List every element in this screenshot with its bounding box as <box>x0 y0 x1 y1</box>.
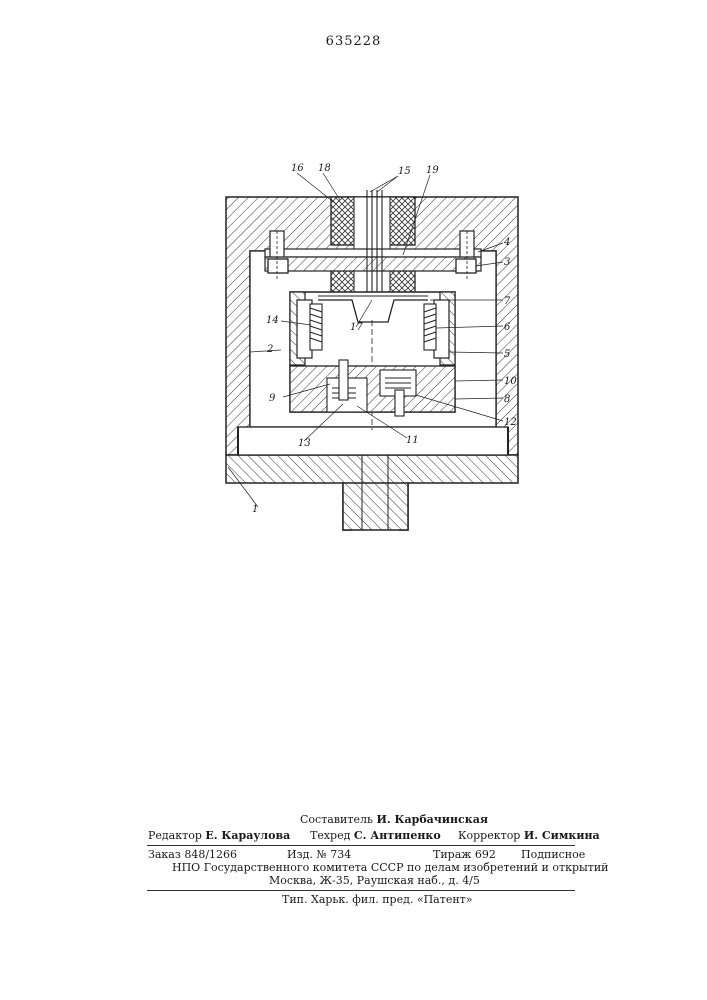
subscription: Подписное <box>521 848 585 861</box>
printer: Тип. Харьк. фил. пред. «Патент» <box>282 893 472 906</box>
divider-bottom <box>147 890 575 891</box>
order-number: Заказ 848/1266 <box>148 848 237 861</box>
techred-name: С. Антипенко <box>354 829 441 842</box>
label-8: 8 <box>504 394 510 405</box>
label-3: 3 <box>504 257 510 268</box>
insulator-blocks <box>331 197 415 293</box>
label-2: 2 <box>266 344 273 355</box>
label-9: 9 <box>269 393 276 404</box>
label-15: 15 <box>398 166 411 177</box>
base-1 <box>226 427 518 530</box>
circulation: Тираж 692 <box>433 848 496 861</box>
corrector-name: И. Симкина <box>524 829 600 842</box>
label-5: 5 <box>504 349 510 360</box>
divider-top <box>147 845 575 846</box>
editor-role: Редактор <box>148 829 202 842</box>
organization: НПО Государственного комитета СССР по де… <box>172 861 609 874</box>
address: Москва, Ж-35, Раушская наб., д. 4/5 <box>269 874 480 887</box>
label-13: 13 <box>298 438 311 449</box>
compiler-name: И. Карбачинская <box>376 813 488 826</box>
label-7: 7 <box>504 296 511 307</box>
label-11: 11 <box>406 435 419 446</box>
label-17: 17 <box>350 322 363 333</box>
imprint-editor: Редактор Е. Караулова <box>148 829 290 842</box>
coil-left-14 <box>310 304 322 350</box>
label-12: 12 <box>504 417 517 428</box>
label-19: 19 <box>426 165 439 176</box>
label-14: 14 <box>266 315 279 326</box>
label-18: 18 <box>318 163 331 174</box>
coil-right-6 <box>424 304 436 350</box>
publication-number: Изд. № 734 <box>287 848 351 861</box>
compiler-role: Составитель <box>300 813 373 826</box>
imprint-corrector: Корректор И. Симкина <box>458 829 600 842</box>
techred-role: Техред <box>310 829 350 842</box>
editor-name: Е. Караулова <box>205 829 290 842</box>
corrector-role: Корректор <box>458 829 520 842</box>
imprint-techred: Техред С. Антипенко <box>310 829 441 842</box>
label-4: 4 <box>503 237 510 248</box>
cover-plate-4 <box>265 249 481 271</box>
label-16: 16 <box>291 163 304 174</box>
label-6: 6 <box>504 322 511 333</box>
label-10: 10 <box>504 376 517 387</box>
label-1: 1 <box>252 504 258 515</box>
imprint-compiler: Составитель И. Карбачинская <box>300 813 488 826</box>
